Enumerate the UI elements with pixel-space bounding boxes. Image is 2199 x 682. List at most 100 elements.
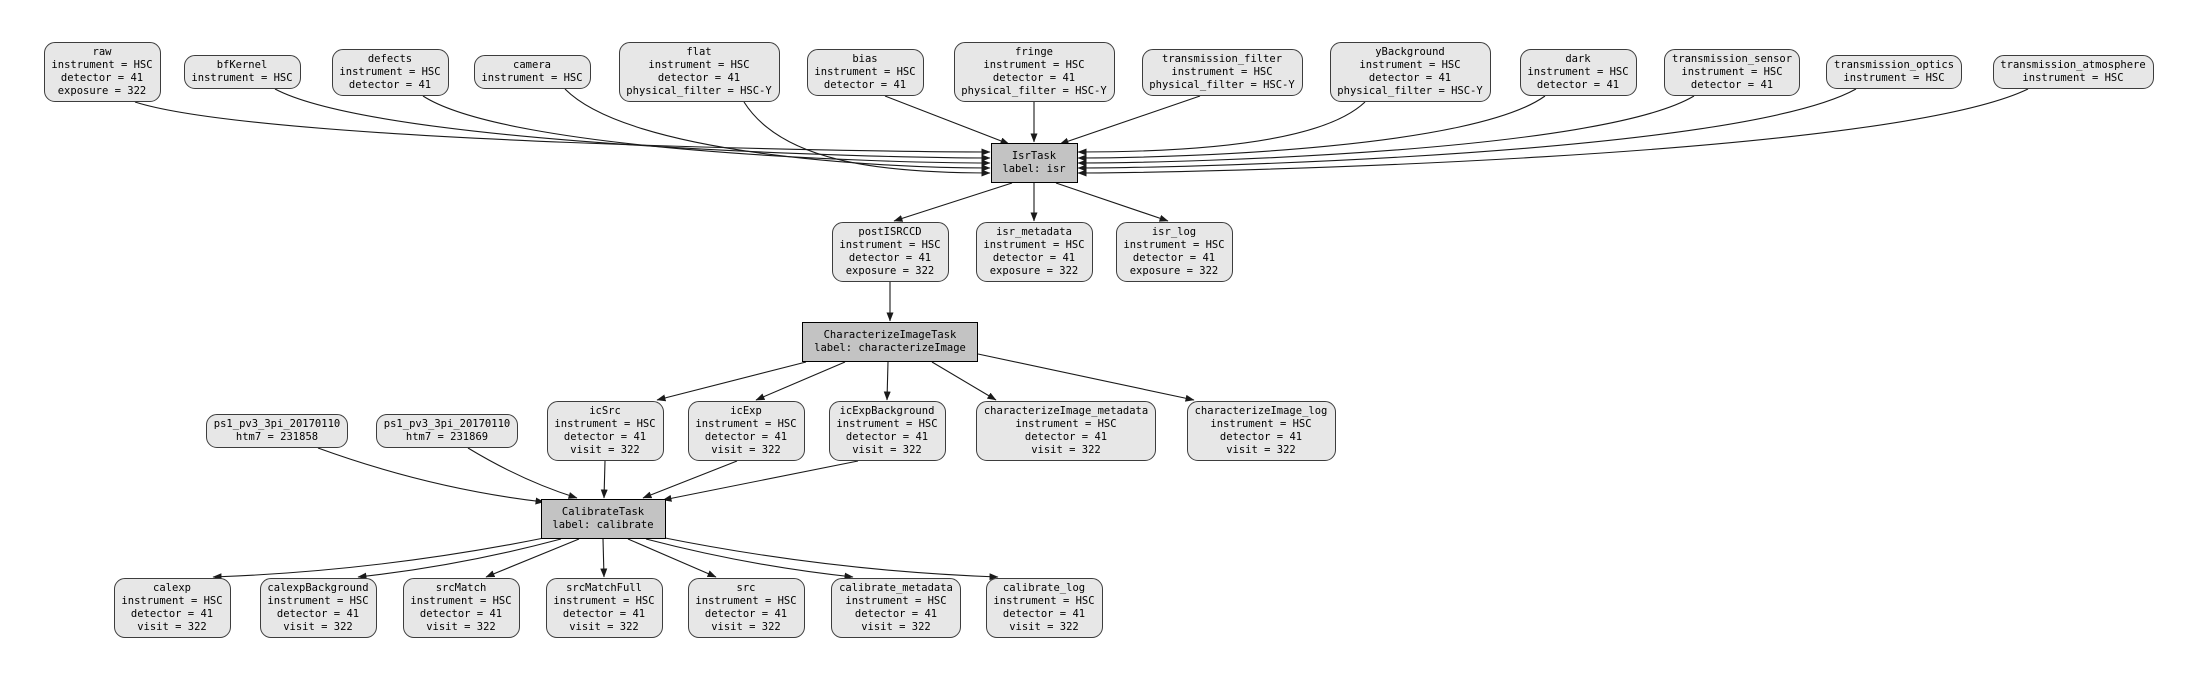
edge-bias-to-isr: [884, 95, 1010, 145]
edge-characterizeImage-to-icExp: [755, 361, 846, 401]
edge-transmission_atmosphere-to-isr: [1077, 88, 2029, 177]
edge-calibrate-to-calexpBackground: [357, 538, 562, 580]
node-attr: visit = 322: [569, 621, 639, 633]
edge-transmission_sensor-to-isr: [1077, 95, 1695, 167]
node-title: flat: [686, 46, 712, 58]
node-attr: instrument = HSC: [191, 72, 293, 84]
node-title: characterizeImage_metadata: [983, 405, 1149, 417]
node-attr: instrument = HSC: [839, 239, 941, 251]
node-attr: instrument = HSC: [983, 59, 1085, 71]
edge-characterizeImage-to-icSrc: [656, 361, 807, 402]
node-title: calibrate_log: [1002, 582, 1086, 594]
node-attr: visit = 322: [852, 444, 922, 456]
node-title: transmission_atmosphere: [2000, 59, 2146, 71]
node-attr: exposure = 322: [57, 85, 147, 97]
node-attr: instrument = HSC: [121, 595, 223, 607]
node-attr: visit = 322: [861, 621, 931, 633]
edge-calibrate-to-srcMatch: [485, 538, 580, 578]
node-attr: detector = 41: [992, 72, 1076, 84]
node-attr: instrument = HSC: [648, 59, 750, 71]
node-attr: exposure = 322: [989, 265, 1079, 277]
node-attr: detector = 41: [562, 608, 646, 620]
node-title: CharacterizeImageTask: [823, 329, 957, 341]
node-attr: instrument = HSC: [481, 72, 583, 84]
node-title: yBackground: [1375, 46, 1445, 58]
node-attr: detector = 41: [1536, 78, 1620, 91]
node-attr: visit = 322: [570, 444, 640, 456]
node-attr: instrument = HSC: [267, 595, 369, 607]
node-attr: physical_filter = HSC-Y: [626, 85, 772, 97]
node-attr: instrument = HSC: [553, 595, 655, 607]
node-attr: detector = 41: [276, 608, 360, 620]
node-attr: detector = 41: [1002, 608, 1086, 620]
node-attr: detector = 41: [419, 608, 503, 620]
node-attr: label: isr: [1002, 163, 1066, 175]
node-title: dark: [1565, 52, 1591, 65]
node-attr: instrument = HSC: [993, 595, 1095, 607]
edge-bfKernel-to-isr: [274, 88, 991, 162]
node-attr: visit = 322: [1009, 621, 1079, 633]
node-attr: detector = 41: [348, 78, 432, 91]
node-title: characterizeImage_log: [1194, 405, 1328, 417]
node-attr: detector = 41: [992, 252, 1076, 264]
edge-transmission_filter-to-isr: [1059, 95, 1201, 145]
node-title: srcMatchFull: [566, 582, 642, 594]
edge-transmission_optics-to-isr: [1077, 88, 1857, 172]
node-attr: physical_filter = HSC-Y: [1337, 85, 1483, 97]
edge-flat-to-isr: [743, 101, 991, 177]
node-title: icExpBackground: [839, 405, 935, 417]
edge-ps1_a-to-calibrate: [317, 447, 545, 505]
node-title: src: [736, 582, 756, 594]
node-attr: detector = 41: [1368, 72, 1452, 84]
node-attr: instrument = HSC: [695, 418, 797, 430]
edge-yBackground-to-isr: [1077, 101, 1366, 156]
node-attr: detector = 41: [60, 72, 144, 84]
node-attr: detector = 41: [1690, 78, 1774, 91]
node-title: calexpBackground: [267, 582, 369, 594]
node-attr: exposure = 322: [1129, 265, 1219, 277]
node-title: isr_metadata: [996, 226, 1072, 238]
node-attr: visit = 322: [711, 621, 781, 633]
node-title: calexp: [153, 582, 191, 594]
node-attr: instrument = HSC: [1210, 418, 1312, 430]
node-attr: instrument = HSC: [410, 595, 512, 607]
edge-ps1_b-to-calibrate: [467, 447, 578, 499]
node-attr: detector = 41: [704, 608, 788, 620]
node-attr: visit = 322: [283, 621, 353, 633]
node-title: camera: [513, 59, 551, 71]
node-attr: physical_filter = HSC-Y: [1149, 78, 1295, 91]
node-attr: instrument = HSC: [1681, 65, 1783, 78]
node-title: bias: [852, 52, 878, 65]
node-attr: detector = 41: [1132, 252, 1216, 264]
edges-group: [134, 88, 2029, 581]
node-attr: detector = 41: [845, 431, 929, 443]
node-attr: detector = 41: [823, 78, 907, 91]
node-attr: instrument = HSC: [1171, 65, 1273, 78]
node-title: isr_log: [1151, 226, 1197, 238]
